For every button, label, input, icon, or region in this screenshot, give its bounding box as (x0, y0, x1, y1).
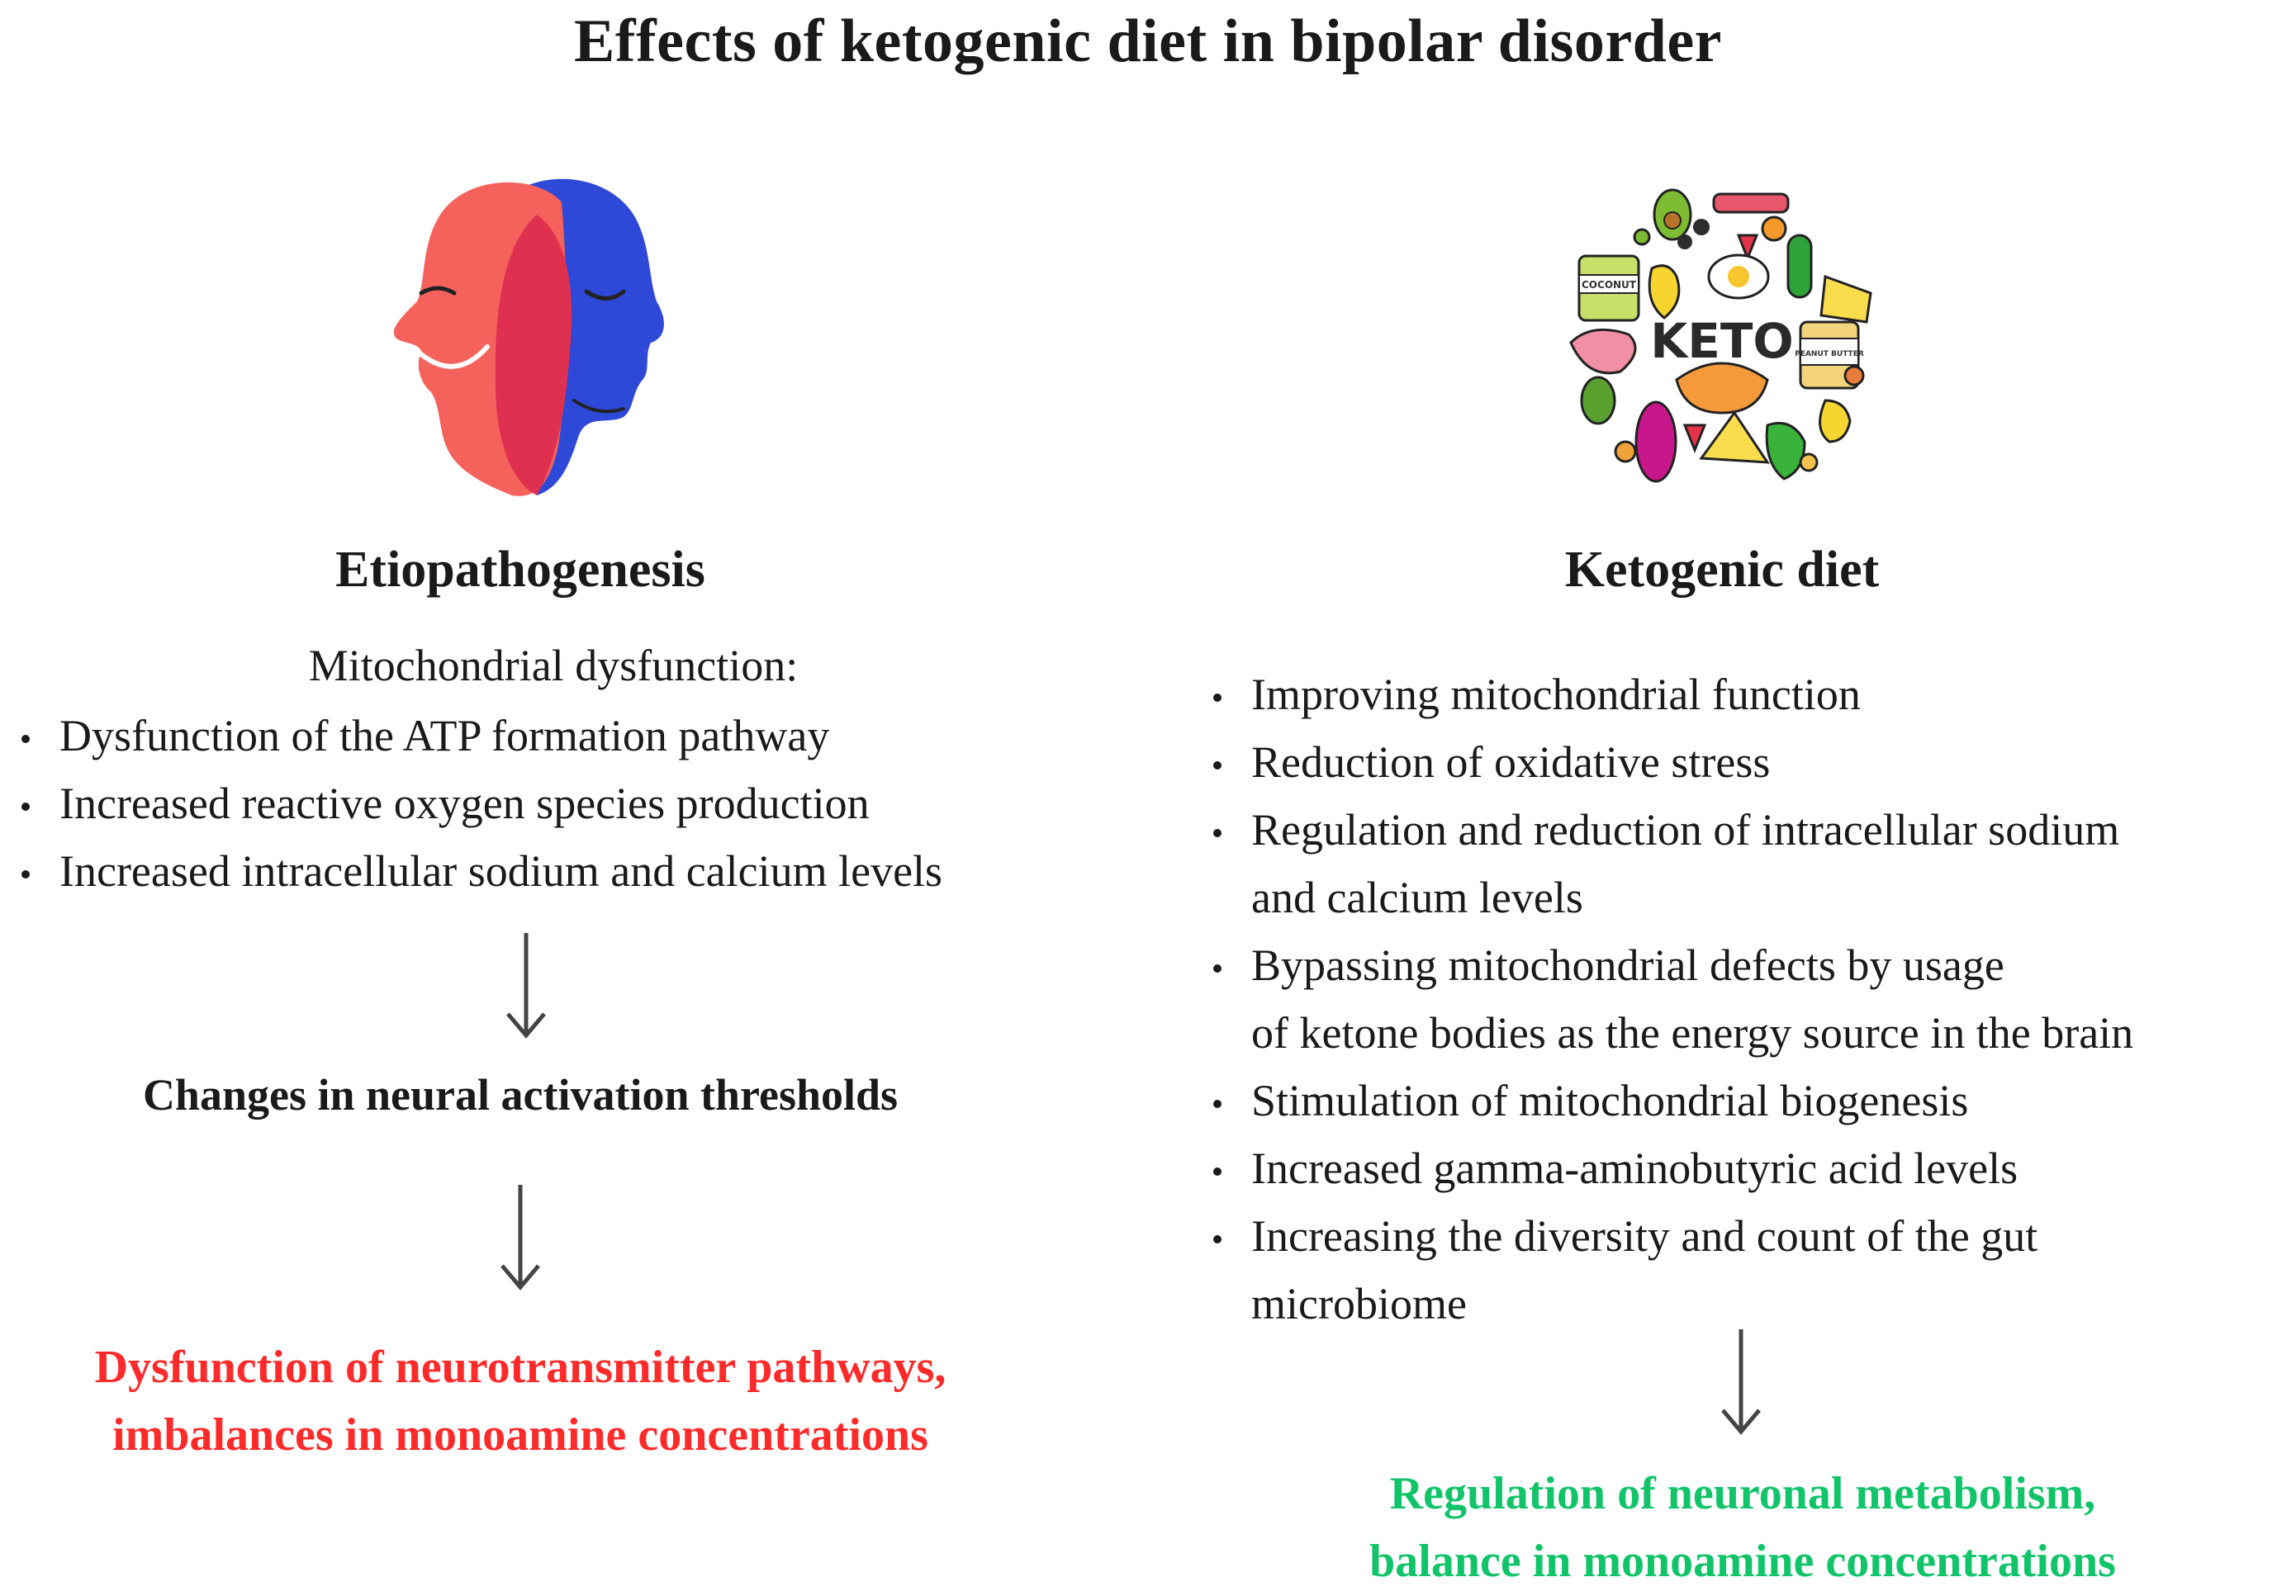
left-step: Changes in neural activation thresholds (142, 1070, 899, 1120)
right-outcome: Regulation of neuronal metabolism, balan… (1264, 1460, 2222, 1595)
left-subheading: Mitochondrial dysfunction: (308, 641, 799, 690)
jar-label-coconut: COCONUT (1582, 279, 1637, 291)
down-arrow-icon (1721, 1329, 1761, 1435)
diagram-title: Effects of ketogenic diet in bipolar dis… (573, 7, 1723, 75)
list-item: Increased gamma-aminobutyric acid levels (1202, 1134, 2133, 1202)
keto-food-circle-icon: COCONUT KETO PEANUT BUTTER (1565, 182, 1879, 495)
left-outcome-line1: Dysfunction of neurotransmitter pathways… (94, 1342, 946, 1393)
overlap-region (495, 215, 572, 495)
jar-label-peanut: PEANUT BUTTER (1795, 350, 1864, 358)
two-faces-icon (393, 178, 664, 496)
list-item: Increased reactive oxygen species produc… (10, 770, 942, 837)
left-outcome: Dysfunction of neurotransmitter pathways… (33, 1333, 1008, 1469)
right-heading: Ketogenic diet (1564, 542, 1880, 598)
list-item: Increased intracellular sodium and calci… (10, 837, 942, 905)
right-outcome-line1: Regulation of neuronal metabolism, (1389, 1468, 2096, 1519)
right-outcome-line2: balance in monoamine concentrations (1369, 1536, 2116, 1587)
list-item: Regulation and reduction of intracellula… (1202, 796, 2133, 931)
left-outcome-line2: imbalances in monoamine concentrations (112, 1409, 928, 1461)
list-item: Increasing the diversity and count of th… (1202, 1202, 2133, 1338)
right-bullet-list: Improving mitochondrial function Reducti… (1202, 661, 2133, 1338)
down-arrow-icon (500, 1185, 540, 1291)
list-item: Bypassing mitochondrial defects by usage… (1202, 931, 2133, 1067)
list-item: Dysfunction of the ATP formation pathway (10, 702, 942, 770)
down-arrow-icon (506, 933, 546, 1039)
list-item: Reduction of oxidative stress (1202, 728, 2133, 796)
left-bullet-list: Dysfunction of the ATP formation pathway… (10, 702, 942, 905)
list-item: Stimulation of mitochondrial biogenesis (1202, 1067, 2133, 1134)
keto-logo-text: KETO (1650, 313, 1793, 369)
left-heading: Etiopathogenesis (335, 542, 705, 598)
list-item: Improving mitochondrial function (1202, 661, 2133, 728)
